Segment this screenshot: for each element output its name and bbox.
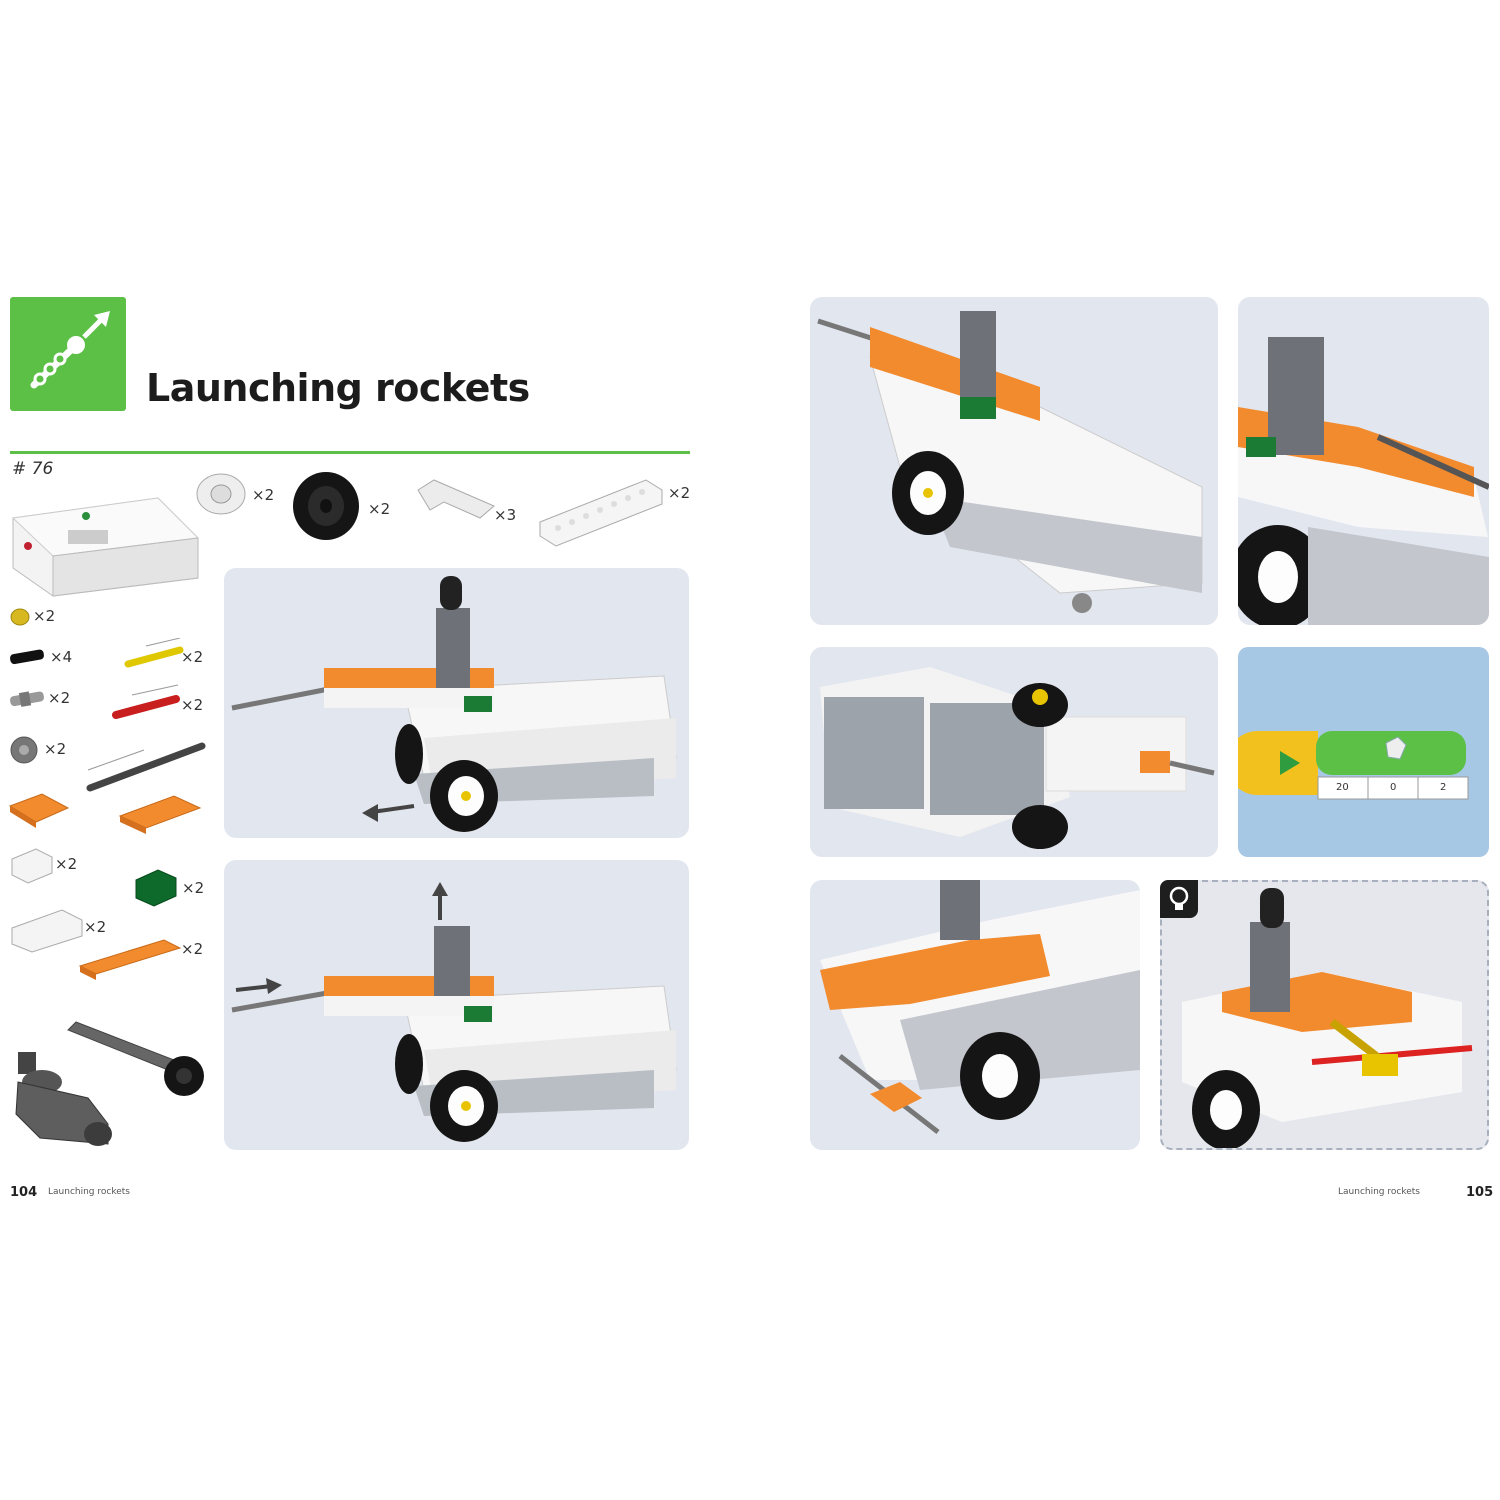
yellow-peg-qty: ×2 bbox=[33, 607, 56, 625]
gear-part bbox=[10, 736, 38, 764]
black-peg-part bbox=[10, 649, 44, 665]
white-brick-long-part bbox=[11, 909, 83, 953]
step-photo-3 bbox=[810, 297, 1218, 625]
gray-axle-part bbox=[86, 742, 206, 792]
red-axle-part bbox=[112, 684, 180, 719]
bushing-part bbox=[196, 473, 246, 515]
green-brick-part bbox=[135, 869, 177, 907]
yellow-axle-part bbox=[124, 638, 184, 668]
lightbulb-icon bbox=[1169, 886, 1189, 910]
code-panel: 20 0 2 bbox=[1226, 647, 1489, 857]
orange-plate-part-2 bbox=[118, 795, 202, 834]
orange-plate-part bbox=[8, 793, 70, 828]
left-page-label: Launching rockets bbox=[48, 1187, 130, 1197]
part-number: # 76 bbox=[12, 459, 54, 479]
connector-qty: ×2 bbox=[48, 689, 71, 707]
tip-photo bbox=[1160, 880, 1489, 1150]
yellow-peg-part bbox=[10, 608, 30, 626]
long-beam-part bbox=[539, 479, 663, 547]
title-rule bbox=[10, 451, 690, 454]
yellow-axle-qty: ×2 bbox=[181, 648, 204, 666]
step-photo-4 bbox=[1238, 297, 1489, 625]
black-peg-qty: ×4 bbox=[50, 648, 73, 666]
red-axle-qty: ×2 bbox=[181, 696, 204, 714]
tire-qty: ×2 bbox=[368, 500, 391, 518]
l-beam-part bbox=[417, 479, 495, 519]
step-photo-1 bbox=[224, 568, 689, 838]
white-brick-qty: ×2 bbox=[55, 855, 78, 873]
bushing-qty: ×2 bbox=[252, 486, 275, 504]
smart-hub-part bbox=[11, 497, 200, 597]
orange-plate-qty: ×2 bbox=[181, 940, 204, 958]
tire-part bbox=[293, 472, 359, 540]
step-photo-6 bbox=[810, 880, 1140, 1150]
play-icon bbox=[1280, 751, 1300, 775]
code-input-3: 2 bbox=[1440, 782, 1447, 793]
code-input-2: 0 bbox=[1390, 782, 1397, 793]
white-brick-part bbox=[11, 848, 53, 884]
code-block bbox=[1226, 731, 1469, 800]
orange-long-plate-part bbox=[78, 939, 182, 980]
l-beam-qty: ×3 bbox=[494, 506, 517, 524]
white-brick-long-qty: ×2 bbox=[84, 918, 107, 936]
right-page-label: Launching rockets bbox=[1338, 1187, 1420, 1197]
long-beam-qty: ×2 bbox=[668, 484, 691, 502]
right-page-number: 105 bbox=[1466, 1185, 1494, 1200]
left-page-number: 104 bbox=[10, 1185, 38, 1200]
motor-part bbox=[15, 1052, 112, 1146]
step-photo-5 bbox=[810, 647, 1218, 857]
step-photo-2 bbox=[224, 860, 689, 1150]
activity-icon-box bbox=[10, 297, 126, 411]
connector-part bbox=[10, 691, 44, 707]
code-input-1: 20 bbox=[1336, 782, 1349, 793]
beam-with-tire-part bbox=[67, 1021, 204, 1096]
page-title: Launching rockets bbox=[146, 366, 530, 410]
rocket-launch-icon bbox=[30, 311, 110, 389]
gear-qty: ×2 bbox=[44, 740, 67, 758]
green-brick-qty: ×2 bbox=[182, 879, 205, 897]
lightbulb-badge bbox=[1160, 880, 1198, 918]
